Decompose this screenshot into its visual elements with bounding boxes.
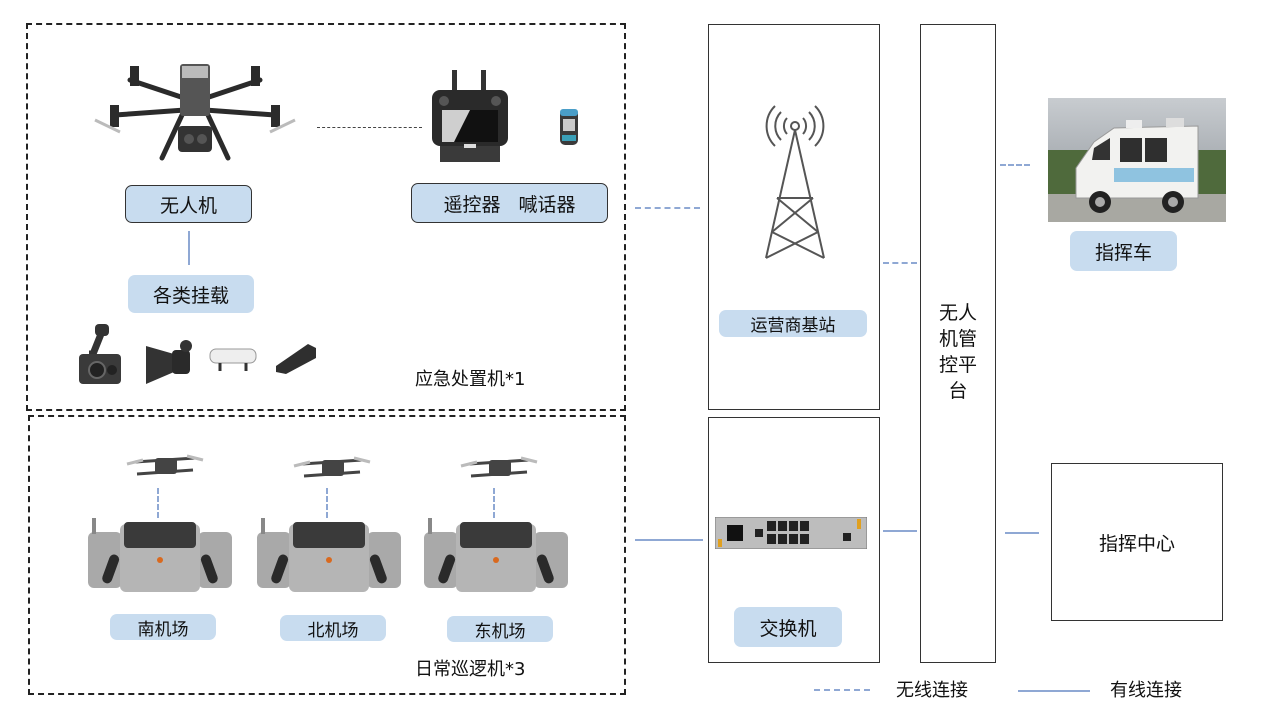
patrol-group-box: [28, 415, 626, 695]
remote-controller-icon: [432, 70, 508, 162]
emergency-to-basestation-link: [635, 207, 700, 209]
network-switch-icon: [715, 517, 867, 549]
legend-wired-label: 有线连接: [1110, 680, 1182, 701]
payload-module-icon: [276, 344, 316, 374]
emergency-group-caption: 应急处置机*1: [415, 369, 526, 390]
quadcopter-drone-icon: [94, 64, 296, 161]
payloads-label: 各类挂载: [128, 275, 254, 313]
emergency-group-box: [26, 23, 626, 411]
loudspeaker-icon: [146, 340, 192, 384]
small-drone-icon: [460, 456, 538, 478]
switch-label: 交换机: [734, 607, 842, 647]
dock-station-icon: [257, 518, 401, 592]
command-van-photo: [1048, 98, 1226, 222]
small-drone-icon: [126, 454, 204, 476]
command-center-box: 指挥中心: [1051, 463, 1223, 621]
dock-station-icon: [424, 518, 568, 592]
airport-north-wireless: [326, 488, 328, 518]
platform-to-vehicle-link: [1000, 164, 1030, 166]
drone-label: 无人机: [125, 185, 252, 223]
airport-east-label: 东机场: [447, 616, 553, 642]
airport-north-label: 北机场: [280, 615, 386, 641]
platform-label-line: 机管: [938, 328, 977, 350]
controller-speaker-label: 遥控器 喊话器: [411, 183, 608, 223]
gimbal-camera-icon: [79, 324, 121, 384]
legend-wired-swatch: [1018, 690, 1090, 692]
patrol-to-switch-link: [635, 539, 703, 541]
platform-label-line: 控平: [938, 354, 977, 376]
switch-to-platform-link: [883, 530, 917, 532]
command-vehicle-label: 指挥车: [1070, 231, 1177, 271]
small-drone-icon: [293, 456, 371, 478]
command-center-label: 指挥中心: [1098, 532, 1175, 555]
airport-south-label: 南机场: [110, 614, 216, 640]
basestation-to-platform-link: [883, 262, 917, 264]
patrol-group-caption: 日常巡逻机*3: [415, 659, 526, 680]
cell-tower-icon: [765, 105, 825, 259]
platform-panel: [920, 24, 996, 663]
platform-label-line: 台: [948, 380, 968, 402]
legend-wireless-label: 无线连接: [896, 680, 968, 701]
platform-label-line: 无人: [938, 302, 977, 324]
handheld-speaker-icon: [560, 109, 578, 145]
drone-controller-link: [317, 127, 422, 128]
airport-east-wireless: [493, 488, 495, 518]
base-station-panel: [708, 24, 880, 410]
platform-to-center-link: [1005, 532, 1039, 534]
airport-south-wireless: [157, 488, 159, 518]
drone-payload-connector: [188, 231, 190, 265]
spotlight-icon: [209, 348, 257, 371]
legend-wireless-swatch: [814, 689, 870, 691]
platform-label: 无人 机管 控平 台: [922, 300, 994, 404]
dock-station-icon: [88, 518, 232, 592]
base-station-label: 运营商基站: [719, 310, 867, 337]
